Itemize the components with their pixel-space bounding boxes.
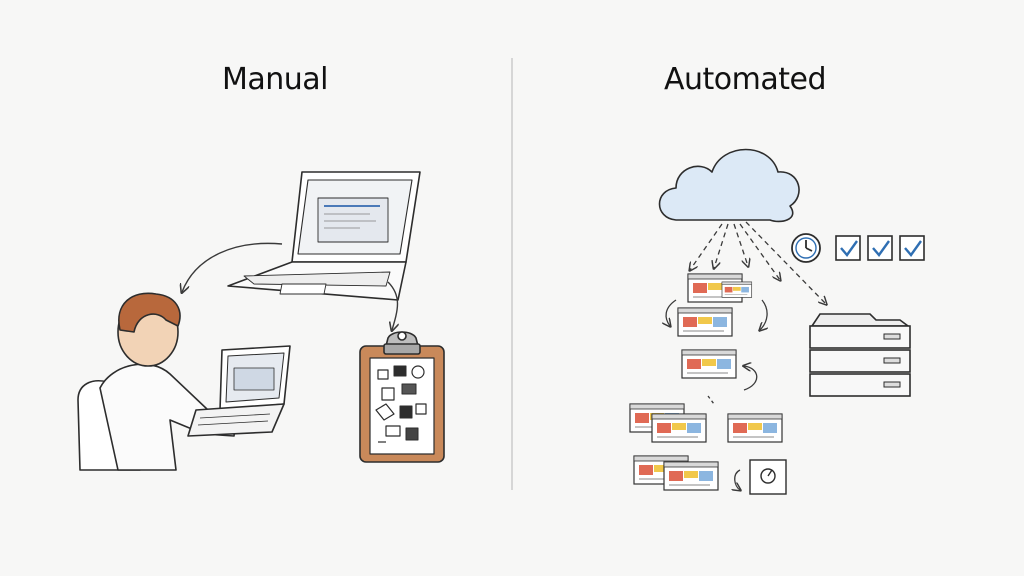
document-card-icon — [663, 461, 719, 491]
laptop-icon — [227, 171, 421, 301]
person-icon — [77, 292, 291, 471]
process-box — [749, 459, 787, 495]
document-card-icon — [651, 413, 707, 443]
flow-arrow — [182, 242, 283, 292]
checkbox-icon — [835, 235, 861, 261]
flow-arrow — [387, 281, 398, 330]
document-card-icon — [677, 307, 733, 337]
clipboard-icon — [359, 331, 445, 463]
automated-title: Automated — [663, 62, 827, 97]
dashed-flow-arrows — [690, 221, 826, 304]
panel-divider — [511, 58, 513, 490]
loop-arrows — [666, 299, 767, 490]
manual-title: Manual — [221, 62, 329, 97]
clock-icon — [791, 233, 821, 263]
checkbox-icon — [899, 235, 925, 261]
server-icon — [809, 313, 911, 397]
document-card-icon — [721, 281, 753, 298]
document-card-icon — [681, 349, 737, 379]
document-card-icon — [727, 413, 783, 443]
cloud-icon — [658, 148, 800, 223]
checkbox-icon — [867, 235, 893, 261]
